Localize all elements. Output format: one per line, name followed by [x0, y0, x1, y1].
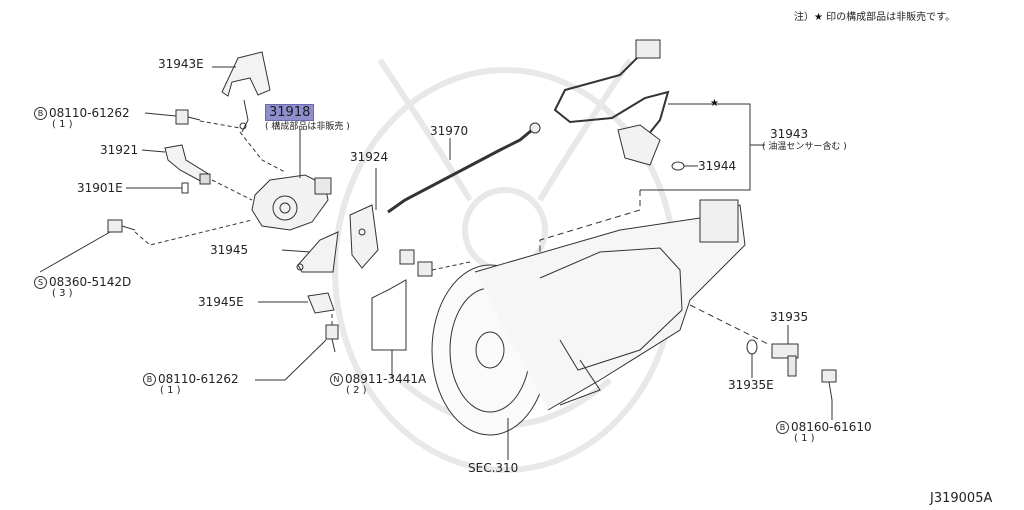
- label-31945e: 31945E: [198, 295, 244, 309]
- speed-sensor-31935: [771, 343, 799, 377]
- transmission-assembly: [431, 199, 746, 436]
- bolt-mark: B: [776, 421, 789, 434]
- star-symbol: ★: [814, 12, 823, 23]
- bolt-code: 08110-61262: [158, 372, 239, 386]
- bracket-31945: [296, 231, 339, 273]
- bolt-mark: B: [143, 373, 156, 386]
- label-31935e: 31935E: [728, 378, 774, 392]
- screw-code: 08360-5142D: [49, 275, 132, 289]
- label-sec-310: SEC.310: [468, 461, 519, 475]
- star-marker: ★: [710, 98, 719, 109]
- screw-08360: [107, 219, 136, 233]
- label-31943-note: ( 油温センサー含む ): [762, 142, 847, 152]
- not-for-sale-note: 注）★ 印の構成部品は非販売です。: [794, 12, 955, 24]
- label-31945: 31945: [210, 243, 249, 257]
- wire-harness-31943: [553, 39, 670, 166]
- label-31921: 31921: [100, 143, 139, 157]
- label-31970: 31970: [430, 124, 469, 138]
- o-ring-31944: [671, 161, 685, 171]
- pin-31901e: [181, 182, 189, 194]
- nuts-08911: [399, 249, 433, 277]
- note-prefix: 注）: [794, 12, 814, 23]
- neutral-switch-31918: [251, 174, 332, 231]
- nut-mark: N: [330, 373, 343, 386]
- label-31944: 31944: [698, 159, 737, 173]
- highlighted-part-number: 31918: [265, 104, 315, 121]
- label-bolt-08110-top-qty: ( 1 ): [52, 119, 73, 130]
- bracket-31943e: [221, 51, 271, 133]
- label-31924: 31924: [350, 150, 389, 164]
- label-nut-qty: ( 2 ): [346, 385, 367, 396]
- bolt-08160: [821, 369, 837, 401]
- bolt-top: [175, 109, 201, 125]
- diagram-code: J319005A: [930, 491, 993, 506]
- bolt-lower: [325, 324, 339, 353]
- lever-31921: [164, 144, 211, 185]
- o-ring-31935e: [746, 339, 758, 355]
- bolt-code: 08160-61610: [791, 420, 872, 434]
- label-bolt-08110-lower-qty: ( 1 ): [160, 385, 181, 396]
- control-cable-31970: [387, 122, 541, 214]
- nut-code: 08911-3441A: [345, 372, 427, 386]
- bolt-mark: B: [34, 107, 47, 120]
- note-text: 印の構成部品は非販売です。: [826, 12, 956, 23]
- screw-mark: S: [34, 276, 47, 289]
- detent-plate-31924: [349, 204, 379, 269]
- label-31918-note: ( 構成部品は非販売 ): [265, 122, 350, 132]
- label-31918: 31918: [265, 104, 315, 121]
- bolt-code: 08110-61262: [49, 106, 130, 120]
- label-31943e: 31943E: [158, 57, 204, 71]
- bracket-31945e: [307, 292, 335, 314]
- label-31901e: 31901E: [77, 181, 123, 195]
- label-31935: 31935: [770, 310, 809, 324]
- label-31943: 31943: [770, 127, 809, 141]
- label-screw-qty: ( 3 ): [52, 288, 73, 299]
- label-bolt-08160-qty: ( 1 ): [794, 433, 815, 444]
